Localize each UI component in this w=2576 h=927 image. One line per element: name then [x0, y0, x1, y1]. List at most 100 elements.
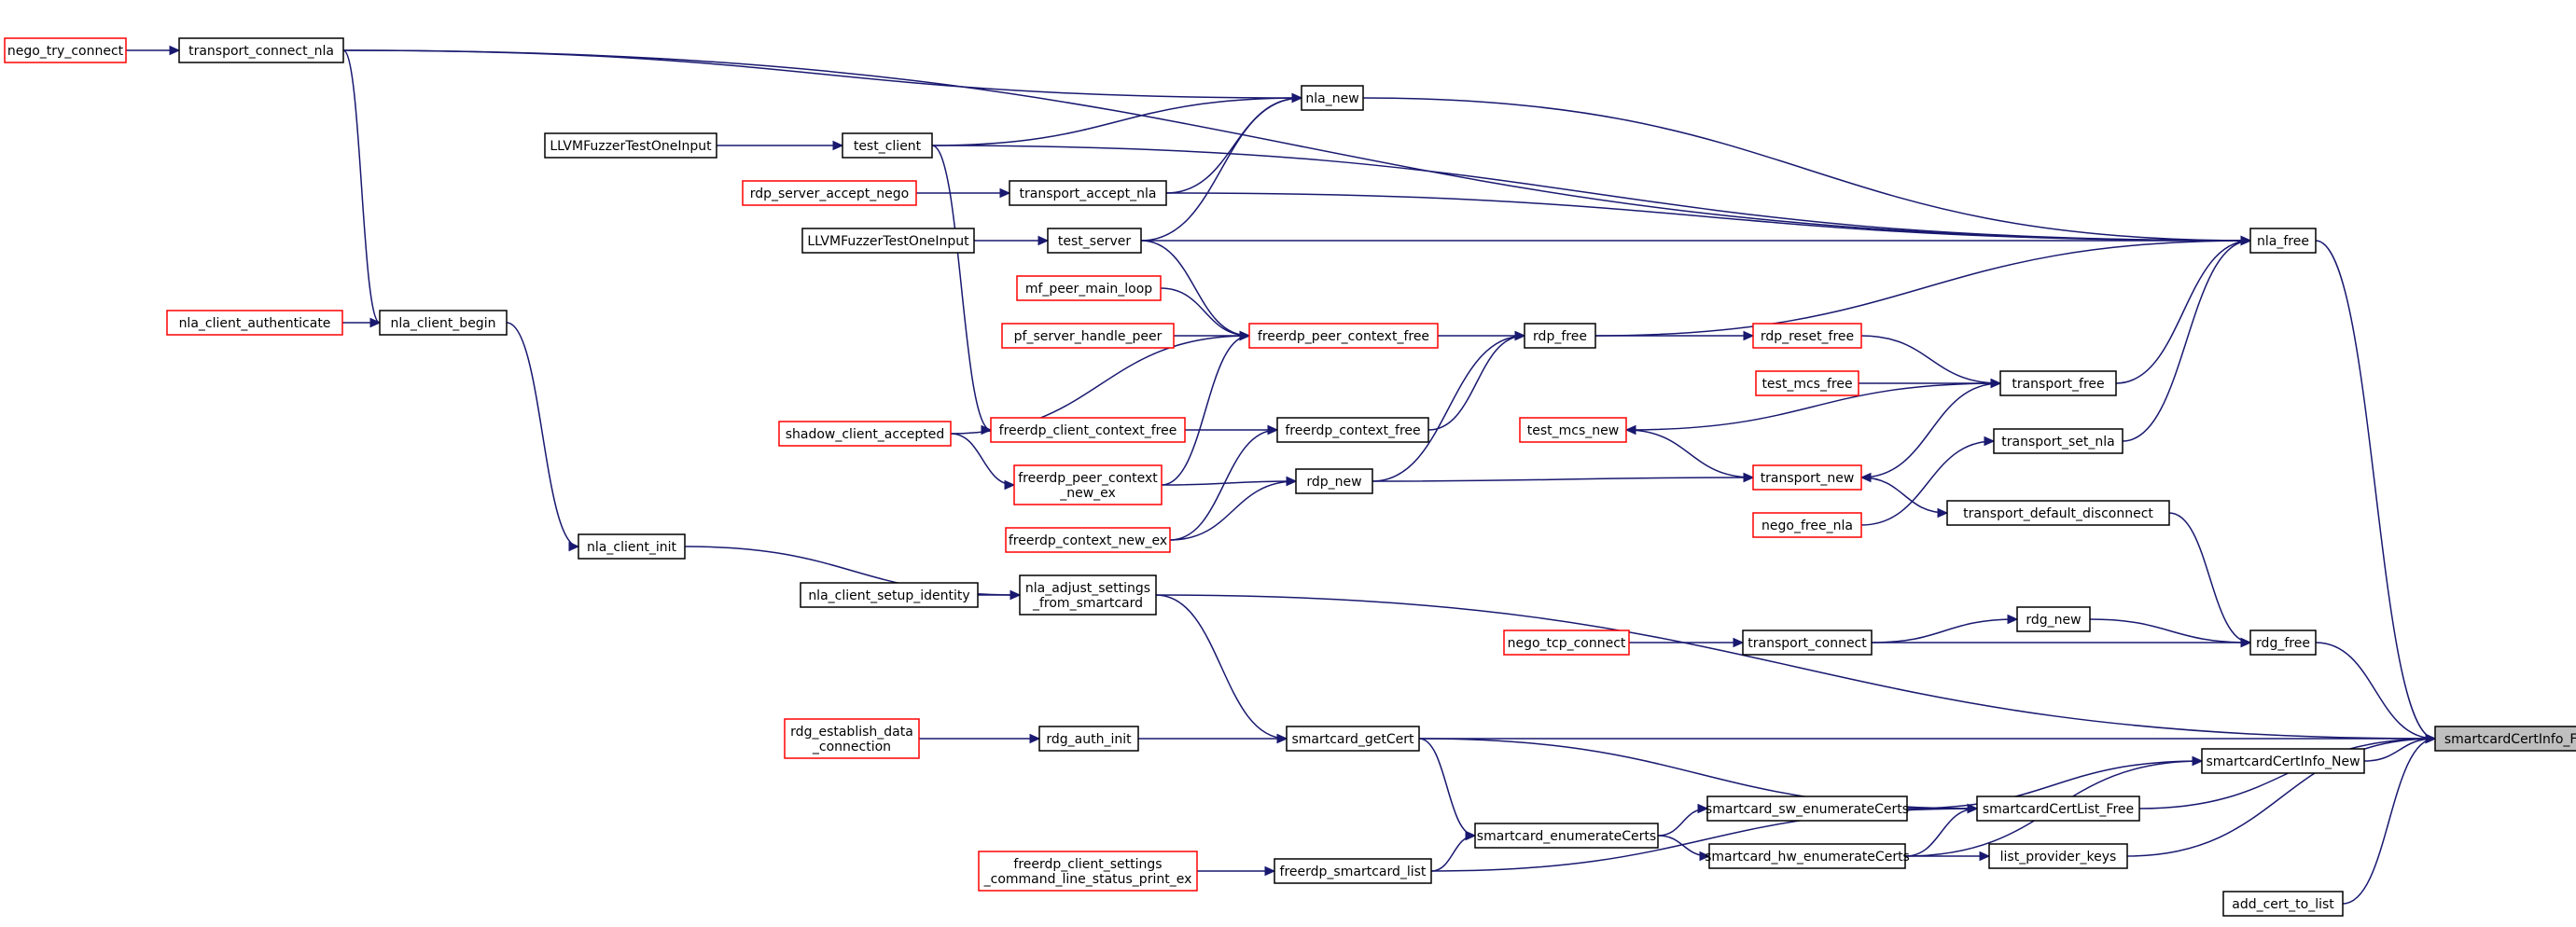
call-edge: [1140, 97, 1302, 242]
node-box: [578, 533, 686, 560]
graph-node-nla-adjust-settings-from-smartcard[interactable]: nla_adjust_settings_from_smartcard: [1019, 574, 1157, 616]
graph-node-mf-peer-main-loop[interactable]: mf_peer_main_loop: [1016, 275, 1162, 301]
call-edge: [2122, 240, 2251, 442]
graph-node-rdp-server-accept-nego[interactable]: rdp_server_accept_nego: [742, 180, 917, 206]
graph-node-list-provider-keys[interactable]: list_provider_keys: [1988, 843, 2128, 869]
graph-node-transport-new[interactable]: transport_new: [1752, 464, 1862, 491]
node-box: [1988, 843, 2128, 869]
node-label: rdg_auth_init: [1046, 732, 1132, 747]
graph-node-freerdp-context-free[interactable]: freerdp_context_free: [1276, 417, 1429, 443]
arrow-head: [1010, 589, 1022, 601]
graph-node-LLVM2[interactable]: LLVMFuzzerTestOneInput: [801, 228, 975, 254]
node-label: nla_free: [2257, 234, 2309, 249]
node-box: [1295, 468, 1373, 494]
graph-node-transport-connect[interactable]: transport_connect: [1742, 630, 1873, 656]
graph-node-test-server[interactable]: test_server: [1047, 228, 1142, 254]
call-edge: [342, 49, 381, 324]
node-label: test_client: [854, 139, 922, 154]
graph-node-nla-client-setup-identity[interactable]: nla_client_setup_identity: [800, 582, 979, 608]
call-edge: [2115, 240, 2251, 384]
graph-node-freerdp-client-settings-command-line-status-print-ex[interactable]: freerdp_client_settings_command_line_sta…: [978, 851, 1198, 892]
node-label: _connection: [812, 740, 891, 754]
node-box: [1752, 512, 1862, 538]
graph-node-test-mcs-new[interactable]: test_mcs_new: [1519, 417, 1627, 443]
call-edge: [1906, 760, 2203, 809]
graph-node-freerdp-peer-context-new-ex[interactable]: freerdp_peer_context_new_ex: [1013, 464, 1163, 505]
call-edge: [342, 49, 2251, 242]
graph-node-rdg-establish-data-connection[interactable]: rdg_establish_data_connection: [784, 718, 920, 759]
graph-node-smartcard-enumerateCerts[interactable]: smartcard_enumerateCerts: [1474, 823, 1659, 849]
graph-node-transport-default-disconnect[interactable]: transport_default_disconnect: [1946, 500, 2170, 526]
graph-node-nla-free[interactable]: nla_free: [2249, 228, 2317, 254]
call-edge: [931, 145, 2251, 242]
graph-node-test-mcs-free[interactable]: test_mcs_free: [1755, 370, 1859, 396]
node-label: freerdp_client_context_free: [999, 423, 1177, 438]
node-box: [1047, 228, 1142, 254]
node-label: freerdp_context_free: [1285, 423, 1420, 438]
graph-node-smartcard-hw-enumerateCerts[interactable]: smartcard_hw_enumerateCerts: [1705, 843, 1910, 869]
node-label: nla_client_init: [587, 540, 676, 555]
node-label: smartcard_hw_enumerateCerts: [1705, 850, 1910, 865]
graph-node-transport-connect-nla[interactable]: transport_connect_nla: [178, 37, 344, 63]
node-box: [1519, 417, 1627, 443]
graph-node-freerdp-context-new-ex[interactable]: freerdp_context_new_ex: [1005, 527, 1171, 553]
node-box: [1755, 370, 1859, 396]
arrow-head: [2425, 733, 2437, 744]
node-box: [2201, 748, 2365, 774]
node-label: smartcard_sw_enumerateCerts: [1706, 802, 1909, 817]
node-label: rdg_new: [2026, 613, 2081, 628]
graph-node-smartcardCertList-Free[interactable]: smartcardCertList_Free: [1976, 796, 2140, 822]
arrow-head: [1465, 830, 1477, 841]
call-edge: [1160, 287, 1250, 337]
graph-node-nla-client-begin[interactable]: nla_client_begin: [379, 310, 508, 336]
node-box: [2249, 630, 2317, 656]
graph-node-root[interactable]: smartcardCertInfo_Free: [2434, 726, 2576, 752]
arrow-head: [2240, 637, 2252, 648]
graph-node-smartcard-getCert[interactable]: smartcard_getCert: [1286, 726, 1420, 752]
node-label: smartcard_enumerateCerts: [1477, 829, 1656, 844]
node-box: [742, 180, 917, 206]
node-label: LLVMFuzzerTestOneInput: [807, 234, 969, 249]
node-label: transport_free: [2012, 377, 2104, 392]
call-edge: [1372, 477, 1754, 482]
graph-node-test-client[interactable]: test_client: [842, 132, 933, 159]
node-box: [2222, 891, 2344, 917]
graph-node-rdp-new[interactable]: rdp_new: [1295, 468, 1373, 494]
node-label: rdp_server_accept_nego: [750, 187, 910, 201]
graph-node-nla-client-init[interactable]: nla_client_init: [578, 533, 686, 560]
graph-node-add-cert-to-list[interactable]: add_cert_to_list: [2222, 891, 2344, 917]
node-label: LLVMFuzzerTestOneInput: [550, 139, 712, 154]
node-box: [1301, 85, 1364, 111]
graph-node-shadow-client-accepted[interactable]: shadow_client_accepted: [778, 421, 952, 447]
node-box: [1038, 726, 1139, 752]
graph-node-freerdp-client-context-free[interactable]: freerdp_client_context_free: [990, 417, 1186, 443]
graph-node-transport-accept-nla[interactable]: transport_accept_nla: [1009, 180, 1167, 206]
graph-node-smartcard-sw-enumerateCerts[interactable]: smartcard_sw_enumerateCerts: [1706, 796, 1909, 822]
call-edge: [1871, 618, 2018, 643]
call-edge: [1625, 382, 2001, 431]
node-box: [778, 421, 952, 447]
node-box: [978, 851, 1198, 892]
node-label: _from_smartcard: [1032, 596, 1143, 611]
graph-node-freerdp-peer-context-free[interactable]: freerdp_peer_context_free: [1248, 323, 1439, 349]
graph-node-rdg-auth-init[interactable]: rdg_auth_init: [1038, 726, 1139, 752]
graph-node-transport-free[interactable]: transport_free: [1999, 370, 2117, 396]
graph-node-nego-try-connect[interactable]: nego_try_connect: [4, 37, 127, 63]
graph-node-rdg-free[interactable]: rdg_free: [2249, 630, 2317, 656]
graph-node-nego-tcp-connect[interactable]: nego_tcp_connect: [1503, 630, 1630, 656]
node-label: transport_accept_nla: [1020, 187, 1157, 201]
call-edge: [1860, 440, 1995, 526]
graph-node-nla-new[interactable]: nla_new: [1301, 85, 1364, 111]
graph-node-nla-client-authenticate[interactable]: nla_client_authenticate: [166, 310, 343, 336]
graph-node-freerdp-smartcard-list[interactable]: freerdp_smartcard_list: [1274, 858, 1432, 884]
graph-node-nego-free-nla[interactable]: nego_free_nla: [1752, 512, 1862, 538]
graph-node-rdg-new[interactable]: rdg_new: [2016, 606, 2091, 632]
graph-node-smartcardCertInfo-New[interactable]: smartcardCertInfo_New: [2201, 748, 2365, 774]
node-box: [1752, 464, 1862, 491]
graph-node-transport-set-nla[interactable]: transport_set_nla: [1993, 428, 2123, 454]
node-box: [1248, 323, 1439, 349]
graph-node-rdp-free[interactable]: rdp_free: [1524, 323, 1596, 349]
graph-node-pf-server-handle-peer[interactable]: pf_server_handle_peer: [1001, 323, 1175, 349]
graph-node-LLVM1[interactable]: LLVMFuzzerTestOneInput: [544, 132, 717, 159]
graph-node-rdp-reset-free[interactable]: rdp_reset_free: [1752, 323, 1862, 349]
